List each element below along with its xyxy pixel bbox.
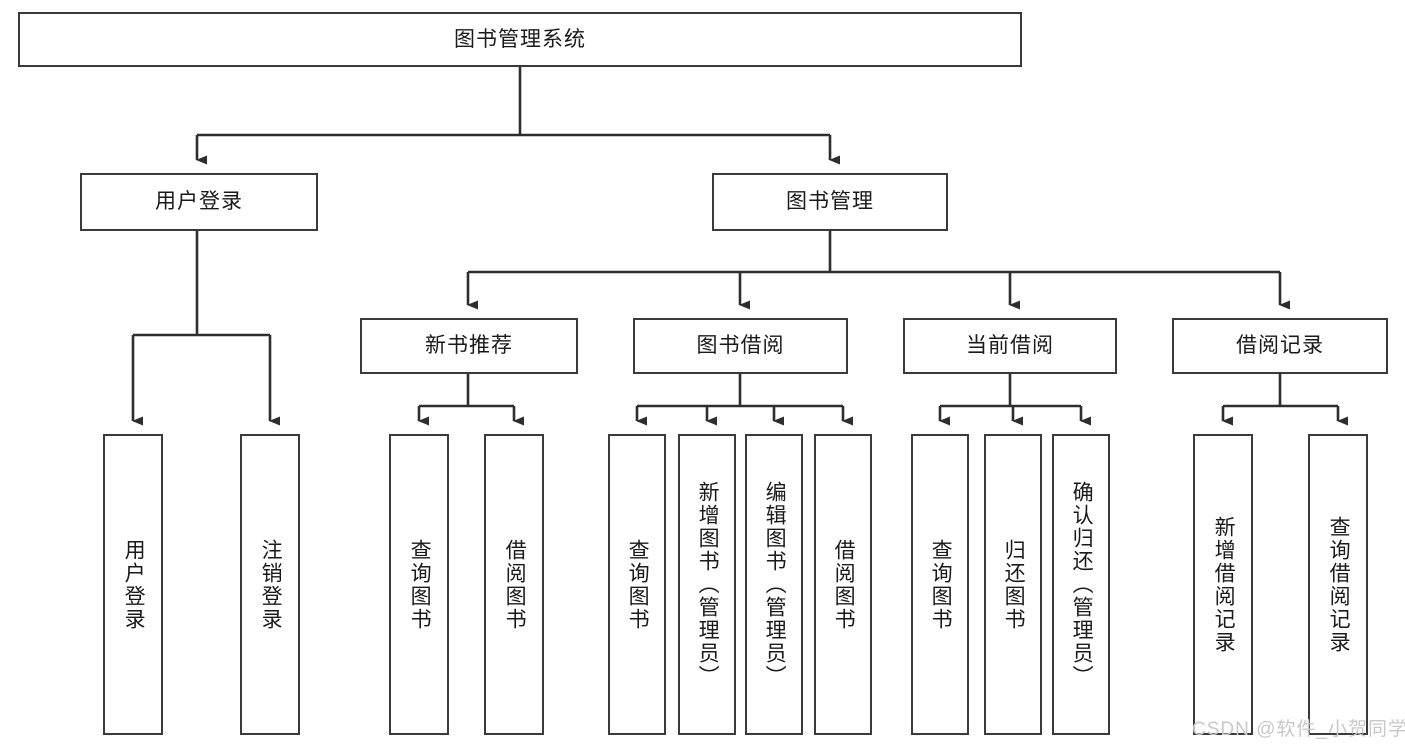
leaf-recommend-query-book[interactable]: 查询图书 xyxy=(389,434,449,735)
node-book-borrow[interactable]: 图书借阅 xyxy=(633,318,848,374)
node-current-borrow[interactable]: 当前借阅 xyxy=(903,318,1117,374)
leaf-label: 新增借阅记录 xyxy=(1212,515,1236,654)
leaf-label: 查询图书 xyxy=(626,538,650,631)
leaf-label: 查询图书 xyxy=(408,538,432,631)
leaf-user-login[interactable]: 用户登录 xyxy=(103,434,163,735)
leaf-record-add-record[interactable]: 新增借阅记录 xyxy=(1193,434,1253,735)
leaf-borrow-edit-book[interactable]: 编辑图书（管理员） xyxy=(745,434,803,735)
leaf-current-confirm-return[interactable]: 确认归还（管理员） xyxy=(1052,434,1110,735)
leaf-borrow-borrow-book[interactable]: 借阅图书 xyxy=(814,434,872,735)
leaf-label: 注销登录 xyxy=(259,538,283,631)
leaf-recommend-borrow-book[interactable]: 借阅图书 xyxy=(484,434,544,735)
node-root[interactable]: 图书管理系统 xyxy=(18,12,1022,67)
csdn-watermark: CSDN @软件_小贺同学 xyxy=(1192,719,1405,740)
leaf-label: 新增图书（管理员） xyxy=(696,481,720,688)
leaf-user-logout[interactable]: 注销登录 xyxy=(240,434,300,735)
leaf-label: 确认归还（管理员） xyxy=(1070,481,1094,688)
leaf-current-query-book[interactable]: 查询图书 xyxy=(911,434,969,735)
leaf-label: 查询借阅记录 xyxy=(1327,515,1351,654)
leaf-label: 借阅图书 xyxy=(503,538,527,631)
node-user-login[interactable]: 用户登录 xyxy=(80,173,318,231)
leaf-label: 借阅图书 xyxy=(832,538,856,631)
node-borrow-record[interactable]: 借阅记录 xyxy=(1172,318,1388,374)
node-new-book-recommend[interactable]: 新书推荐 xyxy=(360,318,578,374)
leaf-label: 用户登录 xyxy=(122,538,146,631)
node-book-manage[interactable]: 图书管理 xyxy=(712,173,948,231)
leaf-label: 归还图书 xyxy=(1002,538,1026,631)
leaf-record-query-record[interactable]: 查询借阅记录 xyxy=(1308,434,1368,735)
leaf-borrow-query-book[interactable]: 查询图书 xyxy=(608,434,666,735)
leaf-borrow-add-book[interactable]: 新增图书（管理员） xyxy=(678,434,736,735)
leaf-label: 编辑图书（管理员） xyxy=(763,481,787,688)
leaf-label: 查询图书 xyxy=(929,538,953,631)
leaf-current-return-book[interactable]: 归还图书 xyxy=(984,434,1042,735)
